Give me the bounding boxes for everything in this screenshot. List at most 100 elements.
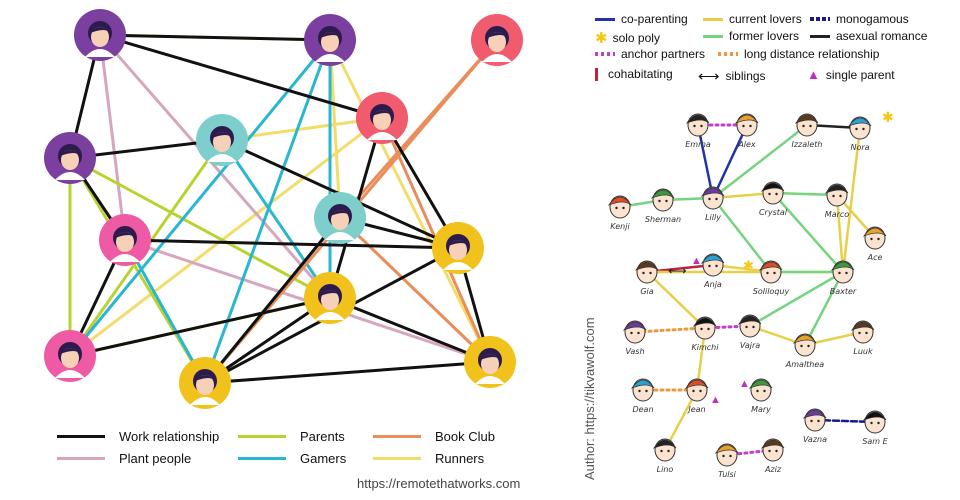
character: Mary: [748, 378, 773, 414]
legend-work-swatch: [57, 435, 105, 438]
rl-former-lovers: former lovers: [703, 29, 799, 43]
character: Kimchi: [692, 316, 719, 352]
rl-siblings: ⟷siblings: [698, 67, 766, 85]
edge-gamers: [123, 238, 207, 385]
relationship-line: [645, 270, 707, 330]
character: Jean: [684, 378, 709, 414]
rl-coparenting-label: co-parenting: [621, 12, 688, 26]
character-name: Lilly: [705, 213, 721, 222]
triangle-icon: ▲: [691, 255, 702, 267]
relationship-line: [748, 270, 845, 328]
character-name: Amalthea: [785, 360, 825, 369]
person-avatar: [44, 330, 96, 382]
edge-runners: [220, 116, 384, 142]
character-name: Jean: [686, 405, 705, 414]
edge-work: [203, 216, 342, 385]
character: Anja: [700, 253, 725, 289]
edge-runners: [328, 38, 492, 364]
character: Izzaleth: [791, 113, 823, 149]
star-icon: ✱: [882, 109, 894, 125]
legend-parents: Parents: [238, 429, 345, 444]
character-name: Luuk: [853, 347, 873, 356]
legend-parents-label: Parents: [300, 429, 345, 444]
rl-coparenting-swatch: [595, 17, 615, 21]
person-avatar: [304, 14, 356, 66]
character: Nora: [847, 116, 872, 152]
person-avatar: [99, 214, 151, 266]
person-avatar: [74, 9, 126, 61]
star-icon: ✱: [595, 30, 608, 47]
character: Vazna: [802, 408, 827, 444]
character-name: Anja: [703, 280, 722, 289]
character: Ace: [862, 226, 887, 262]
character-name: Vazna: [803, 435, 827, 444]
legend-plant: Plant people: [57, 451, 191, 466]
relationship-line: [803, 270, 845, 347]
character-name: Dean: [632, 405, 653, 414]
double-arrow-icon: ⟷: [668, 263, 687, 278]
character-name: Vash: [625, 347, 644, 356]
legend-plant-label: Plant people: [119, 451, 192, 466]
rl-cohabitating: cohabitating: [595, 67, 673, 81]
triangle-icon: ▲: [710, 394, 721, 406]
character: Kenji: [607, 195, 632, 231]
rl-long-distance-swatch: [718, 52, 738, 56]
character-name: Aziz: [764, 465, 782, 474]
credit-link[interactable]: https://remotethatworks.com: [357, 476, 521, 491]
rl-solo-poly-label: solo poly: [612, 31, 660, 45]
character-name: Gia: [640, 287, 653, 296]
rl-cohabitating-label: cohabitating: [608, 67, 673, 81]
legend-runners: Runners: [373, 451, 484, 466]
network-legend: Work relationship Plant people Parents G…: [55, 425, 535, 475]
character-name: Mary: [751, 405, 771, 414]
relationship-line: [711, 196, 773, 274]
relationship-line: [711, 123, 749, 200]
character: Sam E: [862, 410, 889, 446]
rl-former-lovers-label: former lovers: [729, 29, 800, 43]
rl-monogamous-label: monogamous: [836, 12, 909, 26]
character: Marco: [825, 183, 849, 219]
person-avatar: [432, 222, 484, 274]
relationship-line: [696, 123, 715, 200]
edge-work: [68, 296, 332, 358]
triangle-icon: ▲: [739, 378, 750, 390]
character-name: Kenji: [610, 222, 630, 231]
legend-book-label: Book Club: [435, 429, 495, 444]
character: Aziz: [760, 438, 785, 474]
relationship-line: [663, 388, 699, 452]
rl-single-parent-label: single parent: [825, 67, 895, 82]
character: Soliloquy: [753, 260, 789, 296]
relationship-line: [771, 191, 839, 197]
double-arrow-icon: ⟷: [698, 68, 720, 85]
edge-work: [203, 360, 492, 385]
edge-work: [328, 296, 492, 364]
character: Emma: [685, 113, 711, 149]
edge-plant: [98, 33, 332, 300]
edge-gamers: [220, 138, 332, 300]
character: Dean: [630, 378, 655, 414]
character-name: Lino: [657, 465, 674, 474]
edge-runners: [328, 38, 342, 220]
person-avatar: [471, 14, 523, 66]
character-name: Sherman: [645, 215, 681, 224]
character-name: Ace: [867, 253, 883, 262]
rl-solo-poly: ✱ solo poly: [595, 29, 660, 47]
character: Alex: [734, 113, 759, 149]
rl-single-parent: ▲single parent: [807, 67, 895, 82]
network-svg: [44, 9, 523, 409]
character: Lilly: [700, 186, 725, 222]
friendship-network-diagram: Work relationship Plant people Parents G…: [44, 9, 535, 491]
legend-gamers-label: Gamers: [300, 451, 347, 466]
character: Gia: [634, 260, 659, 296]
legend-parents-swatch: [238, 435, 286, 438]
character: Vash: [622, 320, 647, 356]
rl-coparenting: co-parenting: [595, 12, 688, 26]
character: Tulsi: [714, 443, 739, 479]
star-icon: ✱: [743, 258, 754, 273]
character: Baxter: [830, 260, 857, 296]
legend-work-label: Work relationship: [119, 429, 220, 444]
character: Lino: [652, 438, 677, 474]
character: Sherman: [645, 188, 681, 224]
person-avatar: [356, 92, 408, 144]
person-avatar: [179, 357, 231, 409]
